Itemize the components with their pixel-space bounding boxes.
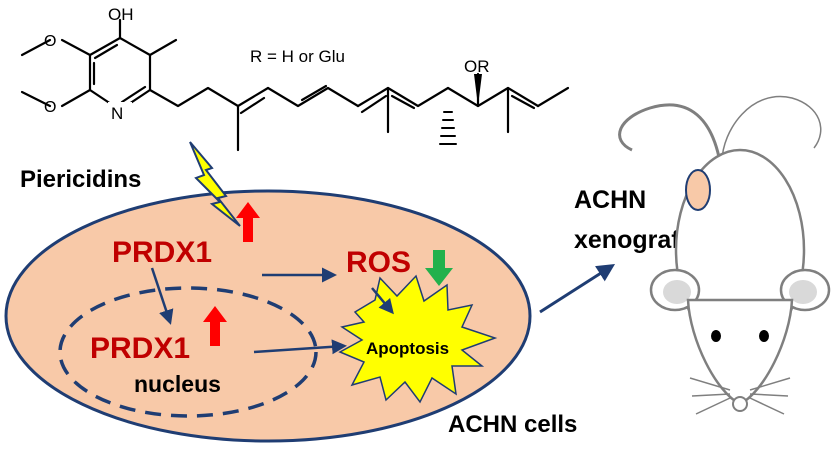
nucleus-label: nucleus <box>134 371 221 397</box>
lightning-bolt-icon <box>189 141 241 227</box>
ros-label: ROS <box>346 246 411 279</box>
nucleus-outline <box>58 286 318 418</box>
red-up-arrow-icon <box>203 306 227 346</box>
arrow-ros-to-apoptosis <box>371 287 394 315</box>
piericidins-label: Piericidins <box>20 166 141 193</box>
arrow-cells-to-xenografts <box>539 264 616 314</box>
green-down-arrow-icon <box>425 250 453 286</box>
methoxy-o-upper: O <box>44 33 56 50</box>
xenograft-line1-label: ACHN <box>574 186 646 214</box>
red-up-arrow-icon <box>236 202 260 242</box>
n-label: N <box>111 104 123 123</box>
prdx1-nucleus-label: PRDX1 <box>90 332 190 365</box>
achn-cells-label: ACHN cells <box>448 411 577 438</box>
methoxy-o-lower: O <box>44 99 56 116</box>
tumor-mark <box>685 169 711 211</box>
apoptosis-label: Apoptosis <box>366 339 449 358</box>
piericidin-structure <box>20 18 570 152</box>
n-label-backing <box>108 102 132 124</box>
wedge-bond <box>474 74 482 106</box>
or-label: OR <box>464 57 490 76</box>
arrow-prdx1-nucleus-to-apoptosis <box>253 339 347 355</box>
mouse-illustration <box>618 95 831 415</box>
oh-label: OH <box>108 5 134 24</box>
prdx1-cytoplasm-label: PRDX1 <box>112 236 212 269</box>
arrow-prdx1-to-nucleus <box>150 267 174 325</box>
r-definition-label: R = H or Glu <box>250 47 345 66</box>
